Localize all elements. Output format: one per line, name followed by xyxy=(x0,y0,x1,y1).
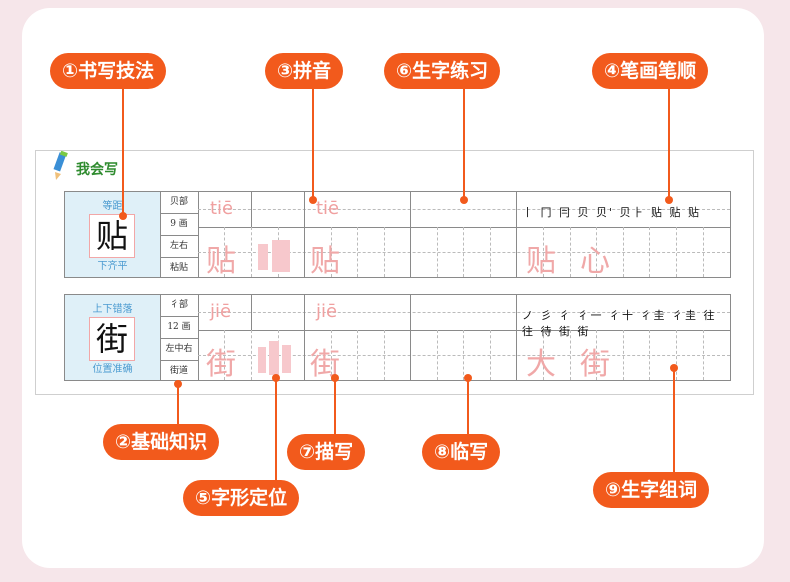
label-basic-knowledge: ②基础知识 xyxy=(103,424,220,460)
label-stroke-order: ④笔画笔顺 xyxy=(592,53,709,89)
example-word: 粘贴 xyxy=(169,263,188,273)
lesson-row-1: 等距 贴 下齐平 贝部 9 画 左右 粘贴 xyxy=(64,191,731,279)
radical: 彳部 xyxy=(160,295,198,317)
lesson-row-2: 上下错落 街 位置准确 彳部 12 画 左中右 街道 xyxy=(64,294,731,382)
pinyin-2: jiē xyxy=(316,301,338,322)
callout-line-6 xyxy=(463,86,465,200)
char-meta: 贝部 9 画 左右 粘贴 xyxy=(160,192,199,277)
callout-line-1 xyxy=(122,86,124,216)
structure: 左中右 xyxy=(160,339,198,361)
pinyin-1: tiē xyxy=(210,198,234,219)
callout-line-2 xyxy=(177,384,179,426)
word-char-2: 心 xyxy=(580,244,610,279)
main-char: 街 xyxy=(89,317,135,361)
callout-line-8 xyxy=(467,378,469,434)
pinyin-1: jiē xyxy=(210,301,232,322)
char-meta: 彳部 12 画 左中右 街道 xyxy=(160,295,199,380)
callout-dot-3 xyxy=(309,196,317,204)
example-word: 街道 xyxy=(169,366,188,376)
word-char-1: 大 xyxy=(526,347,556,382)
label-new-char-practice: ⑥生字练习 xyxy=(384,53,501,89)
callout-dot-5 xyxy=(272,374,280,382)
callout-dot-4 xyxy=(665,196,673,204)
stroke-order: ノ 彡 彳 彳一 彳十 彳圭 彳圭 往 往 待 街 街 xyxy=(522,309,717,338)
label-word-building: ⑨生字组词 xyxy=(593,472,710,508)
callout-dot-1 xyxy=(119,212,127,220)
main-char: 贴 xyxy=(89,214,135,258)
top-hint: 等距 xyxy=(102,201,123,212)
pencil-icon xyxy=(53,151,68,180)
word-char-1: 贴 xyxy=(526,244,556,279)
bottom-hint: 位置准确 xyxy=(92,364,133,375)
top-hint: 上下错落 xyxy=(92,304,133,315)
label-char-position: ⑤字形定位 xyxy=(183,480,300,516)
practice-grid: jiē jiē 街 街 ノ 彡 彳 彳一 彳十 彳圭 彳圭 往 往 待 街 街 … xyxy=(198,295,730,382)
trace-char-2: 贴 xyxy=(310,244,340,279)
label-writing-technique: ①书写技法 xyxy=(50,53,167,89)
callout-dot-8 xyxy=(464,374,472,382)
worksheet: 我会写 等距 贴 下齐平 贝部 9 画 左右 粘贴 xyxy=(35,150,754,395)
bottom-hint: 下齐平 xyxy=(97,261,128,272)
stroke-count: 12 画 xyxy=(160,317,198,339)
callout-dot-9 xyxy=(670,364,678,372)
pinyin-2: tiē xyxy=(316,198,340,219)
callout-dot-6 xyxy=(460,196,468,204)
word-char-2: 街 xyxy=(580,347,610,382)
trace-char-1: 贴 xyxy=(206,244,236,279)
label-copying: ⑧临写 xyxy=(422,434,501,470)
structure: 左右 xyxy=(160,236,198,258)
callout-dot-7 xyxy=(331,374,339,382)
char-box: 上下错落 街 位置准确 xyxy=(65,295,161,380)
stroke-order: 丨 冂 冃 贝 贝' 贝⺊ 贴 贴 贴 xyxy=(522,206,701,219)
trace-char-1: 街 xyxy=(206,347,236,382)
callout-line-3 xyxy=(312,86,314,200)
sheet-title: 我会写 xyxy=(76,162,118,178)
radical: 贝部 xyxy=(160,192,198,214)
practice-grid: tiē tiē 贴 贴 丨 冂 冃 贝 贝' 贝⺊ 贴 贴 贴 贴 心 xyxy=(198,192,730,279)
char-box: 等距 贴 下齐平 xyxy=(65,192,161,277)
callout-line-9 xyxy=(673,368,675,472)
callout-line-7 xyxy=(334,378,336,434)
callout-line-4 xyxy=(668,86,670,200)
stroke-count: 9 画 xyxy=(160,214,198,236)
label-tracing: ⑦描写 xyxy=(287,434,366,470)
label-pinyin: ③拼音 xyxy=(265,53,344,89)
callout-line-5 xyxy=(275,378,277,482)
callout-dot-2 xyxy=(174,380,182,388)
